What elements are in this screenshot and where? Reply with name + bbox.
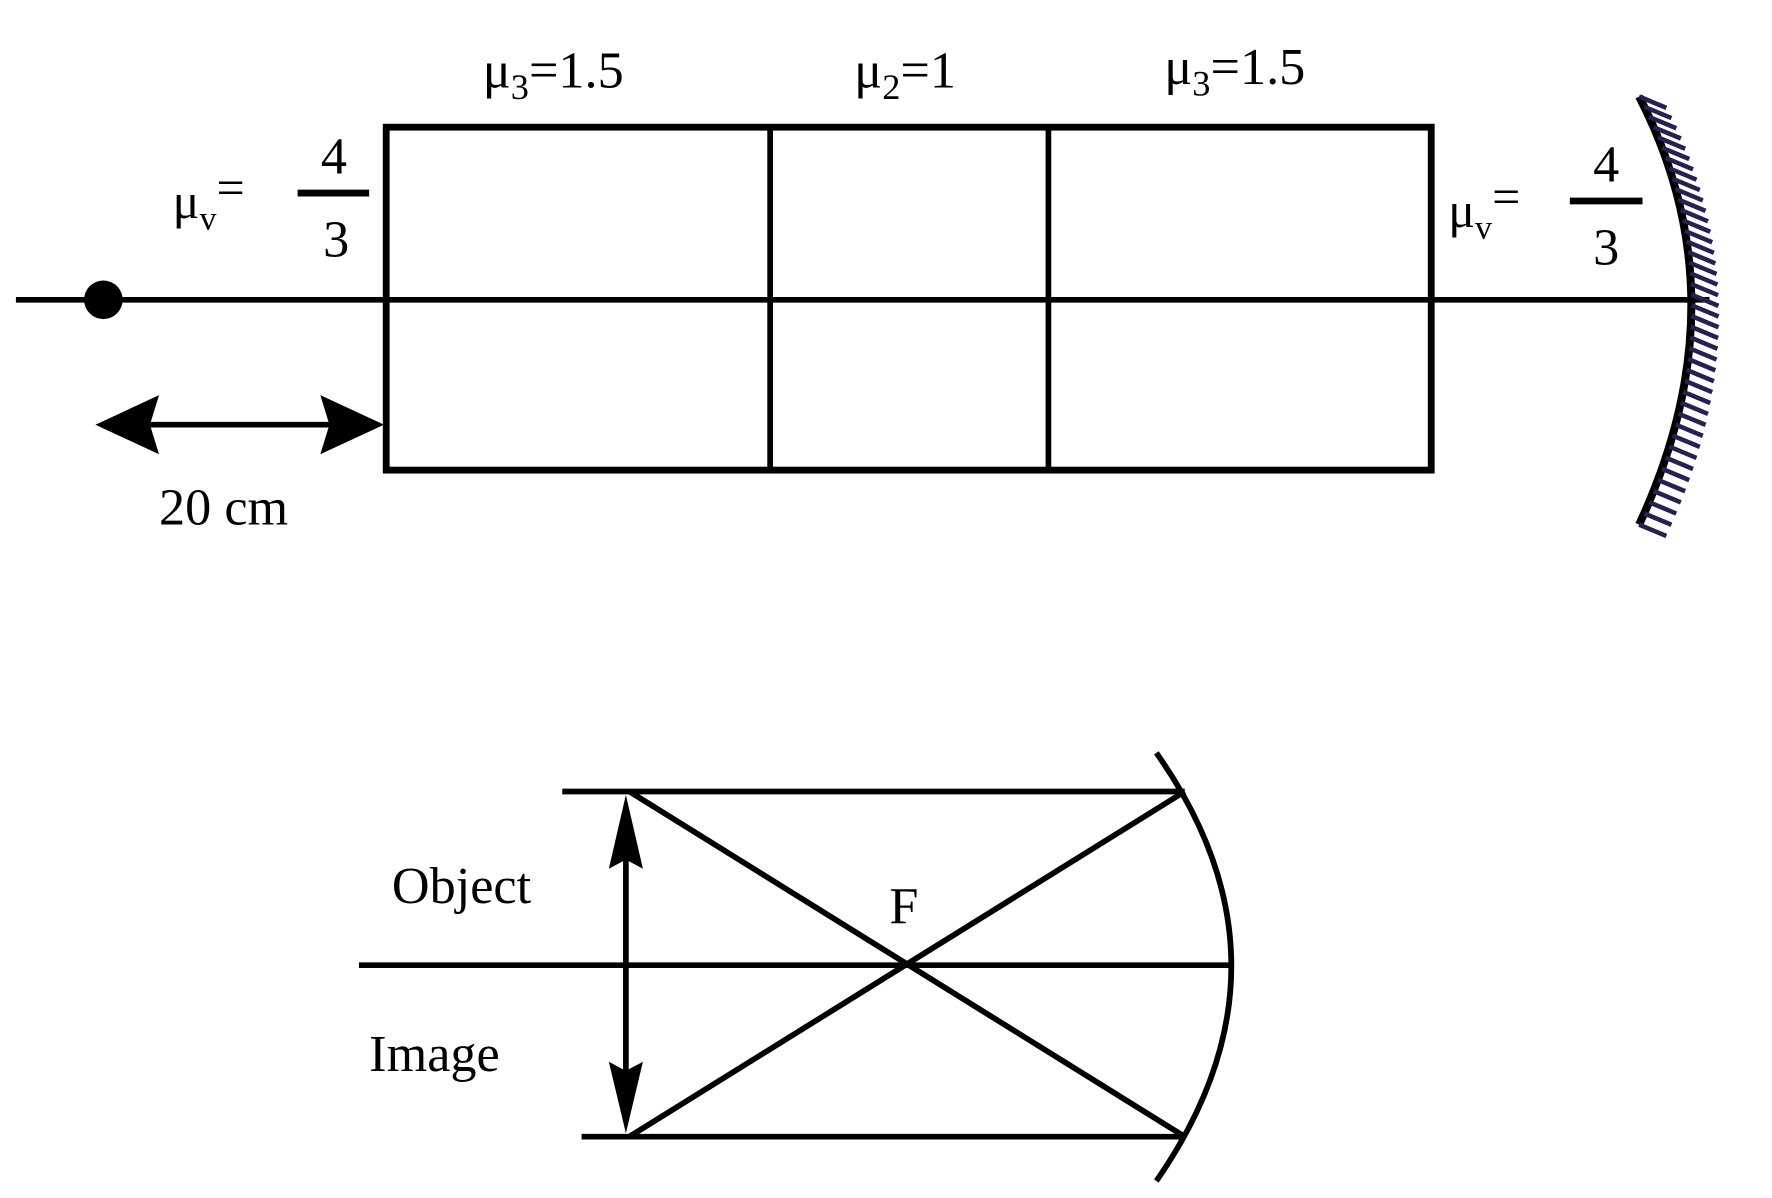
mirror-hatch: [1690, 292, 1720, 308]
mirror-hatch: [1674, 422, 1704, 438]
mirror-hatch: [1648, 500, 1678, 516]
svg-text:μv=: μv=: [173, 159, 245, 237]
mirror-hatch: [1679, 207, 1709, 224]
svg-text:4: 4: [1593, 136, 1619, 194]
svg-text:4: 4: [321, 128, 347, 186]
object-label: Object: [392, 857, 532, 915]
mirror-hatch: [1690, 303, 1720, 319]
mirror-hatch: [1638, 522, 1668, 539]
mirror-hatch: [1652, 488, 1682, 505]
mirror-hatch: [1674, 186, 1704, 203]
mirror-hatch: [1677, 411, 1707, 428]
mirror-hatch: [1687, 356, 1717, 373]
medium-label-1: μ3=1.5: [483, 41, 624, 106]
mirror-hatch: [1664, 455, 1694, 472]
mirror-hatch: [1689, 271, 1719, 287]
mirror-hatch: [1688, 260, 1718, 277]
mirror-hatch: [1638, 94, 1668, 110]
mirror-hatch: [1661, 145, 1691, 162]
mirror-hatch: [1661, 466, 1691, 483]
mirror-ray-diagram: Object Image F: [358, 751, 1235, 1183]
mirror-hatch: [1688, 346, 1718, 362]
mirror-hatch: [1648, 114, 1678, 131]
mirror-hatch: [1671, 176, 1701, 193]
svg-text:3: 3: [323, 211, 349, 269]
mirror-hatch: [1682, 389, 1712, 406]
mirror-hatch: [1643, 511, 1673, 527]
mirror-hatch: [1684, 378, 1714, 395]
mirror-hatch: [1689, 324, 1719, 341]
medium-label-2: μ2=1: [854, 41, 956, 106]
slab-system-diagram: μ3=1.5 μ2=1 μ3=1.5 μv= 4 3 μv= 4 3 20 cm: [15, 38, 1720, 539]
mirror-hatch: [1671, 433, 1701, 450]
slab-outline: [382, 123, 1435, 474]
mirror-hatch: [1664, 155, 1694, 172]
medium-label-3: μ3=1.5: [1164, 38, 1305, 103]
mirror-hatch: [1643, 104, 1673, 121]
mirror-hatch: [1657, 477, 1687, 494]
image-label: Image: [369, 1025, 500, 1083]
mirror-hatch: [1685, 239, 1715, 255]
mirror-hatch: [1677, 197, 1707, 213]
concave-mirror-2: [1154, 751, 1235, 1183]
mirror-hatch: [1652, 125, 1682, 141]
mirror-hatch: [1685, 367, 1715, 384]
mirror-hatch: [1668, 166, 1698, 182]
mirror-hatch: [1687, 249, 1717, 266]
focus-label: F: [889, 877, 918, 935]
mirror-hatch: [1657, 135, 1687, 151]
distance-label: 20 cm: [159, 479, 288, 537]
svg-text:3: 3: [1593, 219, 1619, 277]
distance-arrow: [95, 395, 384, 455]
mirror-hatch: [1684, 228, 1714, 245]
point-object: [84, 280, 123, 320]
mirror-hatch: [1689, 281, 1719, 298]
mirror-hatch: [1689, 335, 1719, 351]
ray-diagonal-2: [627, 789, 1187, 1140]
svg-text:μv=: μv=: [1448, 168, 1520, 246]
mirror-hatch: [1682, 218, 1712, 234]
object-image-arrow: [608, 794, 643, 1134]
mirror-hatch: [1690, 313, 1720, 330]
mirror-hatch: [1668, 444, 1698, 461]
right-medium-label: μv= 4 3: [1448, 136, 1643, 277]
left-medium-label: μv= 4 3: [173, 128, 370, 269]
concave-mirror: [1635, 94, 1720, 539]
mirror-hatch: [1679, 400, 1709, 417]
